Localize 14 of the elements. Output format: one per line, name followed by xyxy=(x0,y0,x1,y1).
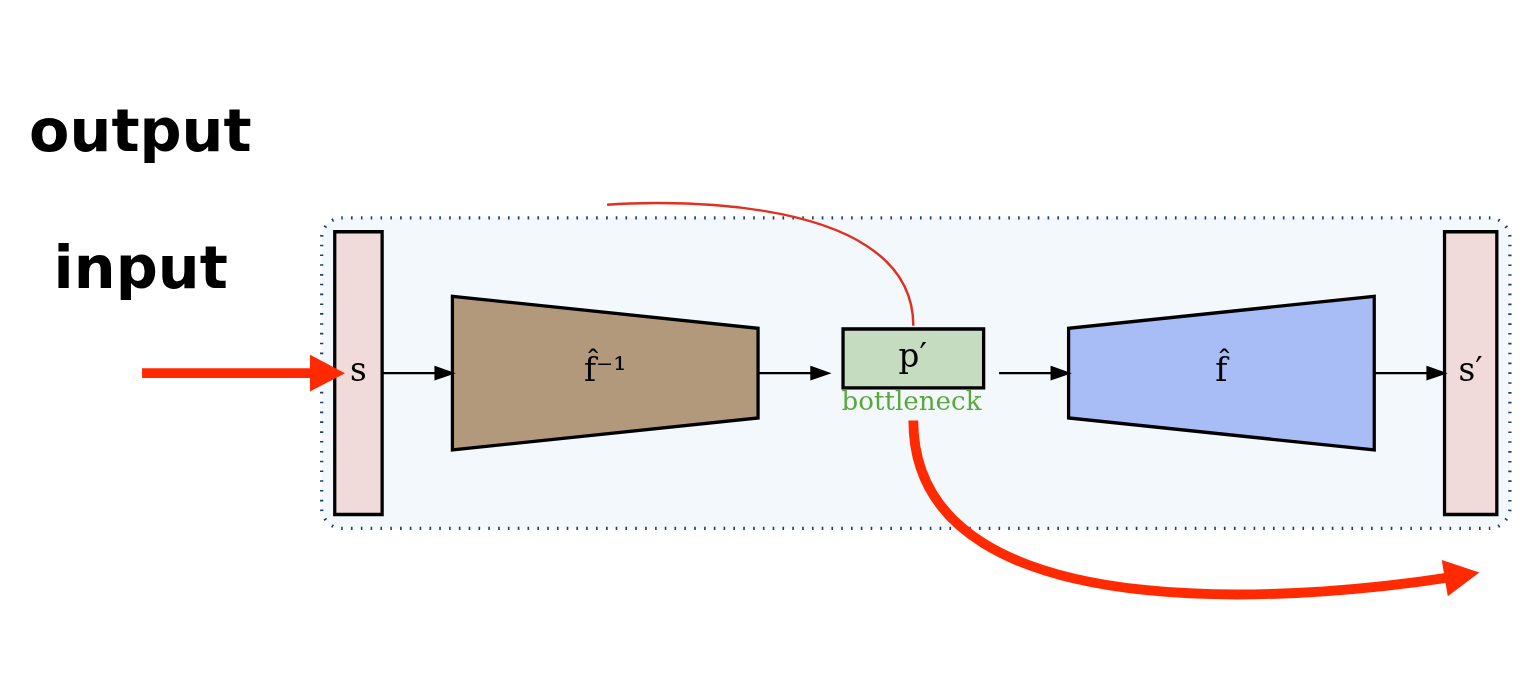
arrow xyxy=(1374,365,1448,381)
arrow xyxy=(999,365,1072,381)
node-box: s′ xyxy=(1442,229,1499,516)
arrow xyxy=(142,354,345,392)
node-box: f̂ xyxy=(1066,294,1376,452)
label: output xyxy=(29,95,252,165)
label: input xyxy=(53,232,228,302)
arrow xyxy=(758,365,832,381)
arrow xyxy=(908,419,1480,599)
node-box: s xyxy=(333,229,384,516)
arrow xyxy=(382,365,456,381)
node-box: f̂⁻¹ xyxy=(450,294,760,452)
cluster xyxy=(320,215,1512,530)
connector xyxy=(607,201,915,326)
